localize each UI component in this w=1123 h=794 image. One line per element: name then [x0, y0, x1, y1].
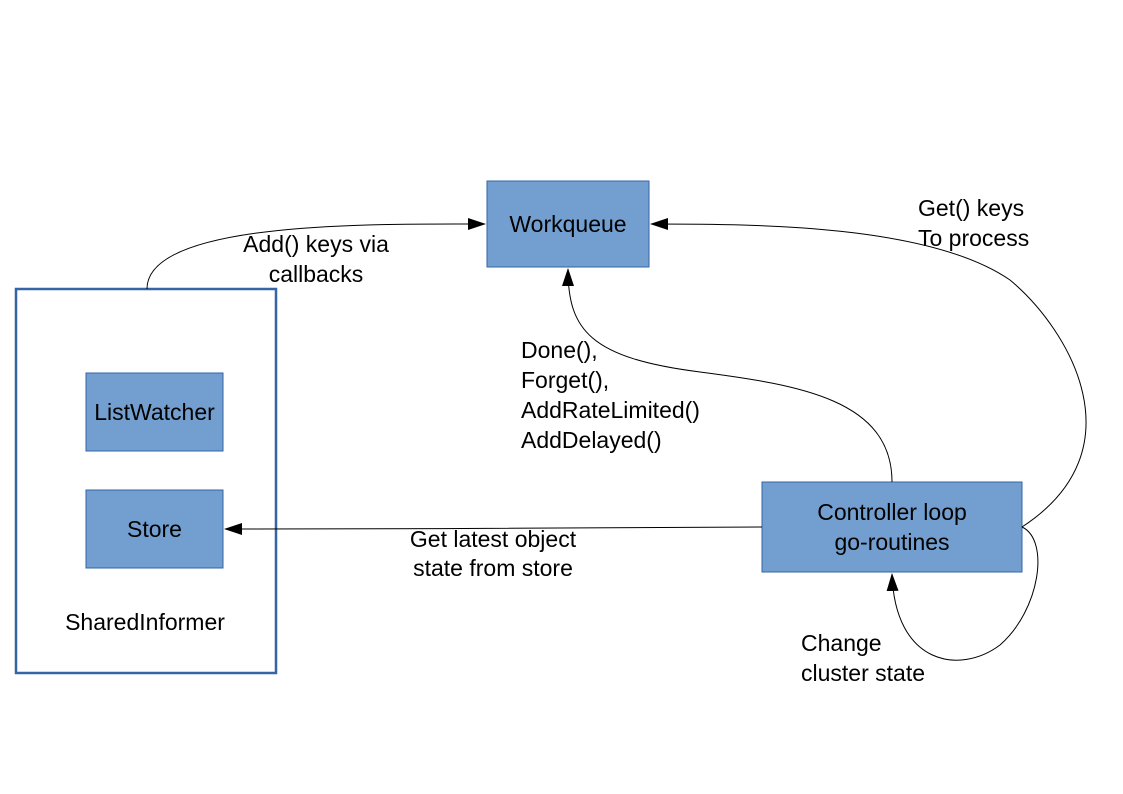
edge-add-keys [146, 217, 486, 290]
edge-get-keys-label-line1: Get() keys [918, 195, 1024, 221]
edge-change-state [886, 526, 1039, 661]
edge-done [562, 268, 893, 483]
list-watcher-node [85, 372, 224, 452]
workqueue-label: Workqueue [509, 211, 626, 237]
shared-informer-container [14, 287, 278, 675]
controller-label-line1: Controller loop [817, 499, 967, 525]
controller-node [761, 481, 1023, 573]
edge-add-keys-label-line2: callbacks [269, 261, 364, 287]
edge-done-label-line3: AddRateLimited() [521, 397, 700, 423]
edge-get-keys [650, 218, 1087, 528]
edge-get-latest-label-line1: Get latest object [410, 526, 577, 552]
edge-get-latest-label-line2: state from store [413, 555, 573, 581]
store-node [85, 489, 224, 569]
edge-add-keys-label-line1: Add() keys via [243, 231, 389, 257]
controller-label-line2: go-routines [834, 529, 949, 555]
edge-done-label-line1: Done(), [521, 337, 598, 363]
edge-get-keys-label-line2: To process [918, 225, 1029, 251]
edge-done-label-line2: Forget(), [521, 367, 609, 393]
store-label: Store [127, 516, 182, 542]
edge-done-label-line4: AddDelayed() [521, 427, 662, 453]
list-watcher-label: ListWatcher [94, 399, 215, 425]
workqueue-node [486, 180, 650, 268]
shared-informer-label: SharedInformer [65, 609, 225, 635]
edge-change-state-label-line1: Change [801, 630, 882, 656]
edge-change-state-label-line2: cluster state [801, 660, 925, 686]
edge-get-latest [224, 522, 763, 535]
